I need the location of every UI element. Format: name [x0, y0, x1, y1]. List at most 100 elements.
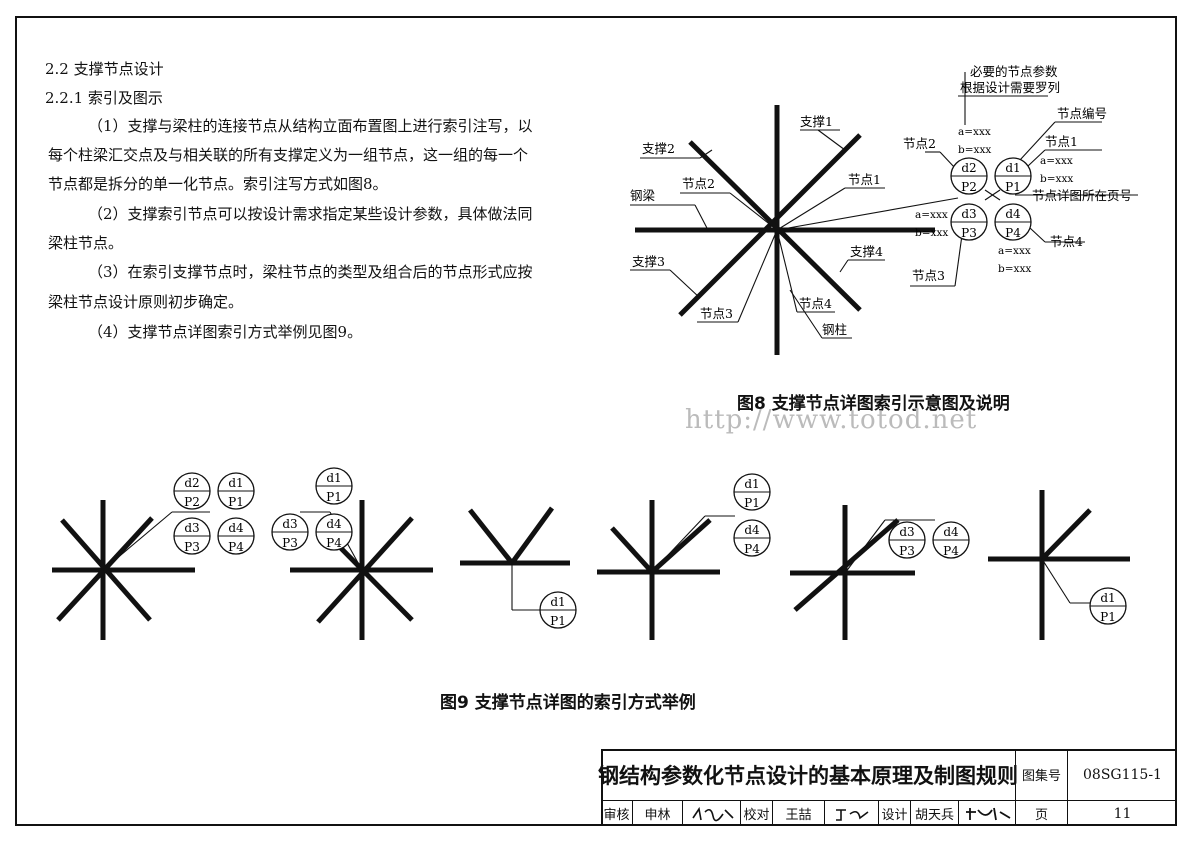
fig8-bubble-text: d1 P1 d2 P2 d3 P3 d4 P4: [961, 161, 1021, 240]
label-brace-3: 支撑3: [632, 254, 665, 269]
paragraph-2-line-2: 梁柱节点。: [48, 234, 124, 252]
paragraph-4: （4）支撑节点详图索引方式举例见图9。: [88, 323, 363, 341]
page-number: 11: [1113, 805, 1132, 822]
svg-text:d4: d4: [744, 523, 760, 537]
param-b-node4: b=xxx: [998, 263, 1031, 275]
svg-text:P3: P3: [184, 540, 200, 554]
label-detail-page: 节点详图所在页号: [1032, 188, 1132, 203]
label-listed-as-needed: 根据设计需要罗列: [960, 80, 1060, 95]
atlas-number-label: 图集号: [1016, 749, 1068, 801]
watermark: http://www.totod.net: [685, 405, 978, 435]
page-label: 页: [1016, 801, 1068, 826]
label-steel-column: 钢柱: [822, 322, 847, 337]
param-a-node4: a=xxx: [998, 245, 1031, 257]
svg-text:d4: d4: [943, 525, 959, 539]
paragraph-2-line-1: （2）支撑索引节点可以按设计需求指定某些设计参数，具体做法同: [88, 205, 533, 223]
svg-text:d3: d3: [899, 525, 914, 539]
paragraph-3-line-2: 梁柱节点设计原则初步确定。: [48, 293, 244, 311]
fig8-bubble-d4-bottom: P4: [1005, 226, 1021, 240]
fig8-bubble-d2-bottom: P2: [961, 180, 977, 194]
svg-text:d4: d4: [326, 517, 342, 531]
drawing-title: 钢结构参数化节点设计的基本原理及制图规则: [598, 749, 1018, 801]
label-brace-1: 支撑1: [800, 114, 833, 129]
fig8-bubble-d3-top: d3: [961, 207, 976, 221]
svg-text:P4: P4: [744, 542, 760, 556]
figure-8-caption: 图8 支撑节点详图索引示意图及说明: [737, 394, 1010, 414]
fig8-brace-2: [688, 140, 862, 312]
svg-text:P3: P3: [282, 536, 298, 550]
label-node-2: 节点2: [682, 176, 715, 191]
atlas-number: 08SG115-1: [1068, 749, 1177, 801]
paragraph-3-line-1: （3）在索引支撑节点时，梁柱节点的类型及组合后的节点形式应按: [88, 263, 533, 281]
label-right-node-2: 节点2: [903, 136, 936, 151]
svg-text:P1: P1: [228, 495, 244, 509]
figure-9-caption: 图9 支撑节点详图的索引方式举例: [440, 693, 696, 713]
label-node-3: 节点3: [700, 306, 733, 321]
fig8-leaders: [630, 72, 1138, 339]
param-b-node3: b=xxx: [915, 227, 948, 239]
checker-signature: [825, 801, 879, 826]
svg-text:d1: d1: [228, 476, 243, 490]
svg-text:P4: P4: [228, 540, 244, 554]
fig8-bubble-d1-top: d1: [1005, 161, 1020, 175]
fig8-bubble-d3-bottom: P3: [961, 226, 977, 240]
design-label: 设计: [879, 801, 911, 826]
drawing-frame: [15, 16, 1177, 826]
fig8-members: [635, 105, 935, 355]
svg-text:P4: P4: [943, 544, 959, 558]
fig8-bubble-d1-bottom: P1: [1005, 180, 1021, 194]
svg-text:d1: d1: [744, 477, 759, 491]
svg-text:P1: P1: [1100, 610, 1116, 624]
svg-text:d4: d4: [228, 521, 244, 535]
paragraph-1-line-1: （1）支撑与梁柱的连接节点从结构立面布置图上进行索引注写，以: [88, 117, 533, 135]
label-steel-beam: 钢梁: [630, 188, 656, 203]
svg-text:P3: P3: [899, 544, 915, 558]
svg-text:P2: P2: [184, 495, 200, 509]
fig9-example-6: [988, 490, 1130, 640]
label-right-node-3: 节点3: [912, 268, 945, 283]
param-a-node1: a=xxx: [1040, 155, 1073, 167]
label-node-4: 节点4: [799, 296, 832, 311]
svg-text:d2: d2: [184, 476, 199, 490]
svg-text:P1: P1: [744, 496, 760, 510]
label-required-params: 必要的节点参数: [970, 64, 1058, 79]
fig9-example-4: [597, 500, 720, 640]
designer-signature: [959, 801, 1016, 826]
paragraph-1-line-3: 节点都是拆分的单一化节点。索引注写方式如图8。: [48, 175, 388, 193]
svg-text:P4: P4: [326, 536, 342, 550]
label-right-node-4: 节点4: [1050, 234, 1083, 249]
svg-text:d3: d3: [282, 517, 297, 531]
svg-text:d3: d3: [184, 521, 199, 535]
svg-text:d1: d1: [550, 595, 565, 609]
param-b-node1: b=xxx: [1040, 173, 1073, 185]
review-label: 审核: [601, 801, 633, 826]
svg-text:d1: d1: [326, 471, 341, 485]
subsection-heading: 2.2.1 索引及图示: [45, 89, 163, 107]
fig9-example-1: [52, 500, 195, 640]
param-a-node3: a=xxx: [915, 209, 948, 221]
reviewer-name: 申林: [633, 801, 683, 826]
reviewer-signature: [683, 801, 741, 826]
section-heading: 2.2 支撑节点设计: [45, 60, 164, 78]
check-label: 校对: [741, 801, 773, 826]
label-brace-4: 支撑4: [850, 244, 883, 259]
svg-text:P1: P1: [326, 490, 342, 504]
label-node-1: 节点1: [848, 172, 881, 187]
label-brace-2: 支撑2: [642, 141, 675, 156]
fig8-bubble-d2-top: d2: [961, 161, 976, 175]
label-node-number: 节点编号: [1057, 106, 1107, 121]
fig9-example-3: [460, 506, 570, 566]
fig8-bubble-d4-top: d4: [1005, 207, 1021, 221]
checker-name: 王喆: [773, 801, 825, 826]
svg-text:P1: P1: [550, 614, 566, 628]
svg-text:d1: d1: [1100, 591, 1115, 605]
designer-name: 胡天兵: [911, 801, 959, 826]
paragraph-1-line-2: 每个柱梁汇交点及与相关联的所有支撑定义为一组节点，这一组的每一个: [48, 146, 529, 164]
param-b-top: b=xxx: [958, 144, 991, 156]
fig8-params: a=xxx b=xxx a=xxx b=xxx a=xxx b=xxx a=xx…: [915, 126, 1073, 275]
label-right-node-1: 节点1: [1045, 134, 1078, 149]
title-block: 钢结构参数化节点设计的基本原理及制图规则 图集号 08SG115-1 审核 申林…: [598, 749, 1177, 826]
fig8-labels: 支撑1 支撑2 支撑3 支撑4 钢梁 钢柱 节点1 节点2 节点3 节点4 必要…: [630, 64, 1132, 337]
